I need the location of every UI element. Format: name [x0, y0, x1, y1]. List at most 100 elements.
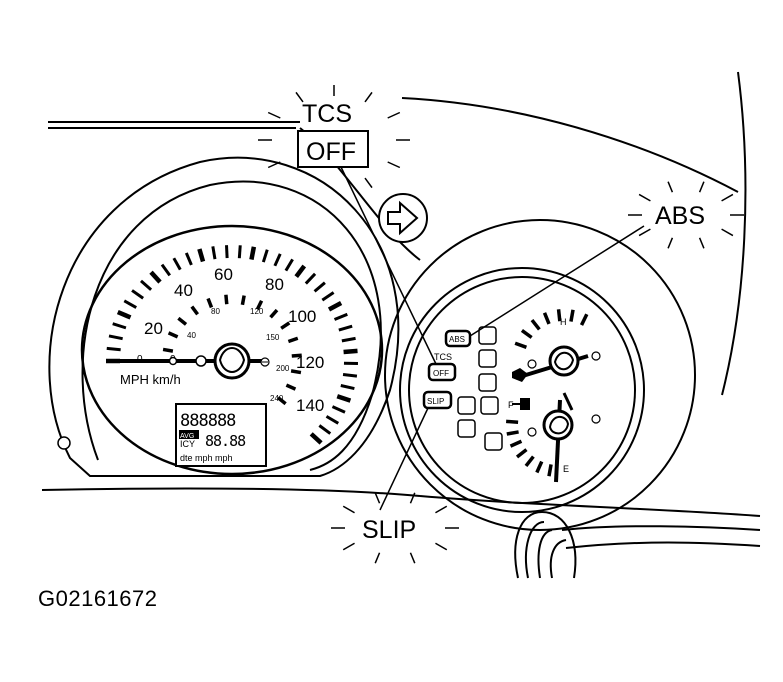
kmh-tick [206, 297, 214, 309]
speedometer-housing [48, 156, 400, 477]
fuel-tick [506, 430, 519, 436]
flash-ray [721, 193, 734, 202]
kmh-tick [177, 316, 188, 326]
temp-tick [520, 329, 533, 339]
speedometer-tick [327, 301, 343, 312]
flash-ray [638, 193, 651, 202]
callout-slip-text: SLIP [362, 516, 416, 544]
turn-signal-arrow-icon [378, 193, 428, 243]
speedometer-tick [304, 272, 317, 285]
speedometer-mph-labels: 20 40 60 80 100 120 140 [144, 265, 324, 415]
mph-label-20: 20 [144, 319, 163, 338]
odometer-avg-badge: AVG [180, 433, 194, 440]
speedometer-tick [342, 372, 358, 378]
flash-ray [409, 492, 416, 504]
kmh-label-80: 80 [211, 307, 220, 316]
svg-text:OFF: OFF [433, 369, 449, 378]
flash-ray [667, 237, 674, 249]
kmh-tick [285, 383, 297, 391]
flash-ray [435, 505, 448, 514]
speedometer-kmh-labels: 40 80 120 150 200 240 [187, 307, 290, 403]
temp-tick [569, 309, 575, 322]
fuel-tick [509, 439, 523, 448]
odometer-digits-top: 888888 [180, 411, 236, 431]
flash-ray [267, 111, 281, 119]
temp-hot-label: H [560, 317, 567, 327]
speedometer-tick [160, 263, 171, 277]
callout-abs-text: ABS [655, 202, 705, 230]
speedometer-tick [325, 415, 340, 425]
odometer-digits-bottom: 88.88 [205, 432, 246, 450]
speedometer-tick [116, 309, 132, 320]
callout-off-box: OFF [297, 130, 369, 168]
speedometer-ticks [106, 245, 359, 445]
speedometer-tick [249, 246, 257, 260]
fuel-needle [512, 392, 601, 483]
temp-tick [556, 309, 562, 322]
speedometer-tick [318, 424, 332, 435]
kmh-tick [290, 369, 302, 375]
cluster-abs-lamp: ABS [444, 329, 472, 348]
callout-tcs: TCS [302, 100, 352, 128]
warning-lamp-squares [457, 326, 503, 451]
kmh-tick [190, 305, 199, 316]
mph-label-80: 80 [265, 275, 284, 294]
fuel-tick [524, 455, 535, 468]
speedometer-tick [294, 264, 307, 278]
kmh-tick [167, 331, 179, 339]
temperature-needle [512, 345, 601, 382]
speedometer-tick [340, 384, 355, 391]
speedometer-tick [309, 432, 323, 445]
dash-knob-icon [57, 436, 71, 450]
cluster-off-lamp: OFF [427, 362, 457, 382]
odometer-icy: ICY [180, 439, 195, 449]
kmh-tick [287, 336, 299, 344]
speedometer-tick [139, 279, 153, 291]
speedometer-tick [172, 257, 182, 271]
speedometer-tick [123, 299, 137, 309]
flash-ray [698, 237, 705, 249]
speedometer-tick [261, 249, 269, 263]
kmh-tick [280, 321, 291, 330]
flash-ray [295, 91, 304, 103]
flash-ray [342, 542, 355, 551]
kmh-label-120: 120 [250, 307, 264, 316]
callout-leader-lines [340, 166, 645, 511]
flash-ray [364, 177, 373, 189]
kmh-label-240: 240 [270, 394, 284, 403]
flash-ray [638, 228, 651, 237]
speedometer-tick [225, 245, 229, 259]
speedometer-tick [313, 281, 326, 293]
temp-tick [514, 341, 528, 349]
speedometer-tick [149, 270, 162, 284]
kmh-label-150: 150 [266, 333, 280, 342]
speedometer-tick [184, 252, 193, 266]
kmh-label-40: 40 [187, 331, 196, 340]
speedometer-tick [333, 312, 348, 321]
temp-tick [542, 312, 551, 325]
kmh-label-200: 200 [276, 364, 290, 373]
figure-id: G02161672 [38, 586, 158, 611]
speedometer-tick [284, 258, 294, 272]
flash-ray [342, 505, 355, 514]
flash-rays [258, 85, 744, 564]
cluster-tcs-label: TCS [434, 352, 452, 362]
speedometer-tick [321, 291, 335, 302]
speedometer-kmh-ticks [162, 294, 302, 406]
odometer-units: dte mph mph [180, 453, 233, 463]
flash-ray [364, 91, 373, 103]
fuel-tick [547, 464, 553, 477]
speedometer-tick [112, 322, 127, 330]
temp-tick [530, 318, 541, 331]
kmh-tick [240, 295, 246, 306]
flash-ray [374, 552, 381, 564]
kmh-tick [291, 353, 302, 358]
cluster-slip-lamp: SLIP [422, 390, 453, 410]
mph-label-60: 60 [214, 265, 233, 284]
speedometer-tick [131, 289, 145, 300]
speedometer-tick [211, 246, 217, 260]
flash-ray [721, 228, 734, 237]
svg-text:SLIP: SLIP [427, 397, 444, 406]
temperature-gauge-ticks [514, 309, 589, 349]
